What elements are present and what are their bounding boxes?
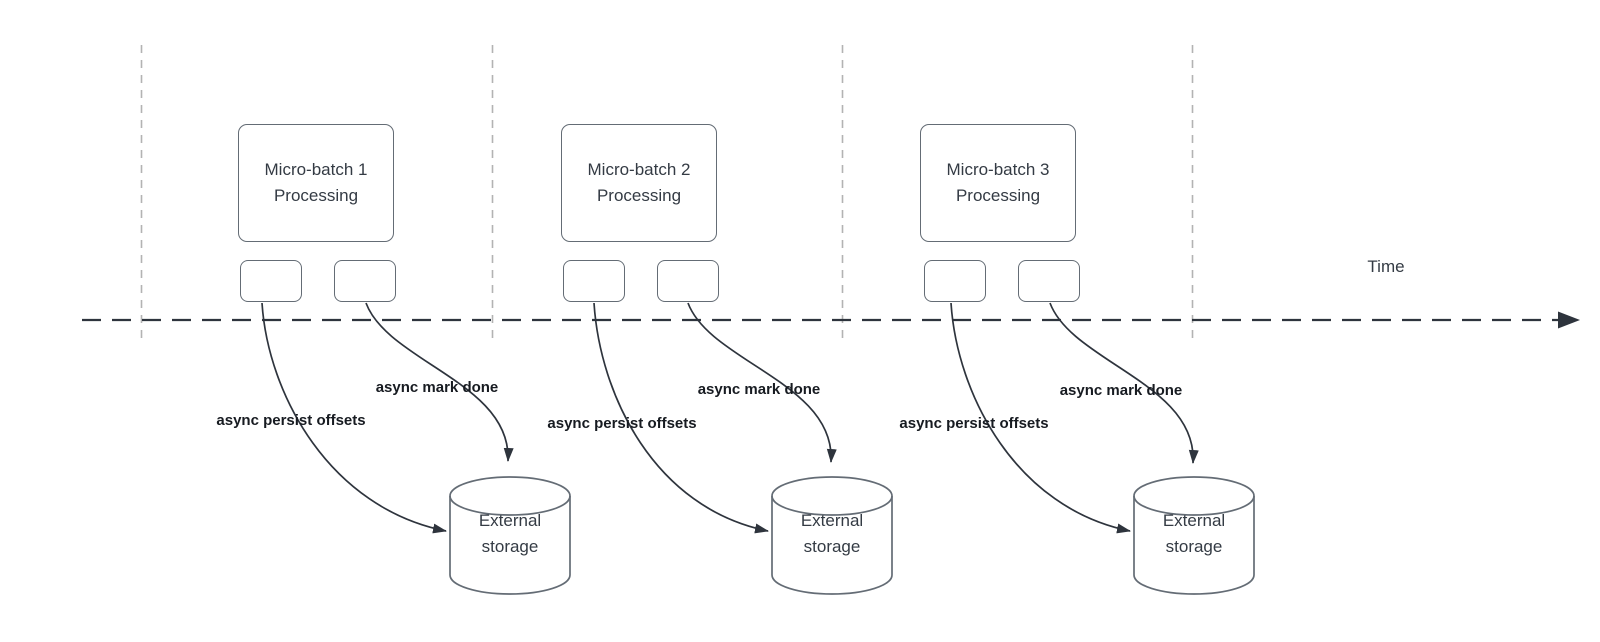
persist-offsets-arrow-3 [950, 302, 1131, 534]
microbatch-2-title-line1: Micro-batch 2 [587, 160, 691, 179]
persist-offsets-label-2: async persist offsets [547, 415, 697, 432]
storage-cylinder-3-rim [1133, 495, 1255, 516]
storage-cylinder-1 [449, 476, 571, 595]
storage-cylinder-1-rim [449, 495, 571, 516]
time-axis-arrowhead-icon [1558, 311, 1580, 329]
external-storage-text-1: External storage [478, 511, 542, 556]
external-storage-text-3: External storage [1162, 511, 1226, 556]
microbatch-2-offset-task-box [563, 260, 625, 302]
external-storage-text-2: External storage [800, 511, 864, 556]
persist-offsets-label-1: async persist offsets [216, 412, 366, 429]
microbatch-2-processing-box: Micro-batch 2 Processing [561, 124, 717, 242]
mark-done-label-1: async mark done [375, 379, 499, 396]
mark-done-arrow-3 [1049, 302, 1199, 464]
microbatch-1-title-line1: Micro-batch 1 [264, 160, 368, 179]
persist-offsets-arrow-2 [593, 302, 769, 534]
microbatch-1-offset-task-box [240, 260, 302, 302]
microbatch-2-title-line2: Processing [596, 186, 682, 205]
microbatch-3-title-line1: Micro-batch 3 [946, 160, 1050, 179]
microbatch-2-commit-task-box [657, 260, 719, 302]
time-axis-label: Time [1367, 257, 1405, 276]
microbatch-3-offset-task-box [924, 260, 986, 302]
storage-cylinder-2 [771, 476, 893, 595]
microbatch-1-processing-box: Micro-batch 1 Processing [238, 124, 394, 242]
persist-offsets-label-3: async persist offsets [899, 415, 1049, 432]
storage-cylinder-2-rim [771, 495, 893, 516]
persist-offsets-arrow-1 [261, 302, 447, 534]
external-storage-label-3: External storage [1134, 508, 1254, 560]
microbatch-1-commit-task-box [334, 260, 396, 302]
external-storage-label-1: External storage [450, 508, 570, 560]
storage-cylinder-3 [1133, 476, 1255, 595]
mark-done-arrow-1 [365, 302, 514, 462]
mark-done-arrow-2 [687, 302, 837, 463]
external-storage-label-2: External storage [772, 508, 892, 560]
microbatch-3-title-line2: Processing [955, 186, 1041, 205]
mark-done-label-3: async mark done [1059, 382, 1183, 399]
microbatch-3-processing-box: Micro-batch 3 Processing [920, 124, 1076, 242]
microbatch-1-title-line2: Processing [273, 186, 359, 205]
mark-done-label-2: async mark done [697, 381, 821, 398]
microbatch-3-commit-task-box [1018, 260, 1080, 302]
